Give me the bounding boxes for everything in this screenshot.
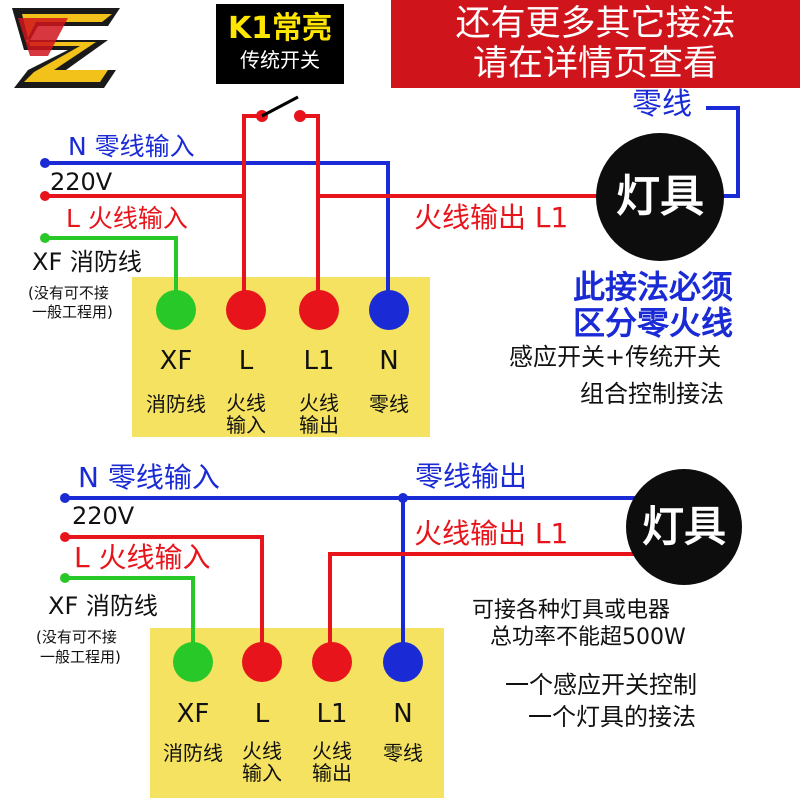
d1-voltage-label: 220V xyxy=(50,168,113,196)
lamp-2: 灯具 xyxy=(626,469,742,585)
d1-note-title1: 此接法必须 xyxy=(573,268,734,306)
d2-neutral-out-label: 零线输出 xyxy=(415,460,528,493)
d1-terminal-n xyxy=(369,290,409,330)
dot-live-1 xyxy=(40,191,50,201)
d2-xf-note1: (没有可不接 xyxy=(36,628,117,646)
d2-desc-l-2: 输入 xyxy=(242,761,282,785)
dot-neutral-junction-2 xyxy=(398,493,408,503)
d2-code-n: N xyxy=(393,699,413,729)
d2-xf-label: XF 消防线 xyxy=(48,592,158,620)
d2-desc-l1: 火线输出 xyxy=(292,740,372,784)
d1-desc-xf-1: 消防线 xyxy=(146,392,206,416)
dot-live-2 xyxy=(60,532,70,542)
d1-desc-l-1: 火线 xyxy=(226,391,266,415)
d1-live-out-label: 火线输出 L1 xyxy=(414,201,569,234)
d1-note-title2: 区分零火线 xyxy=(573,304,734,342)
d1-desc-n: 零线 xyxy=(349,393,429,415)
d2-desc-l1-1: 火线 xyxy=(312,739,352,763)
d1-desc-l1: 火线输出 xyxy=(279,392,359,436)
d1-desc-n-1: 零线 xyxy=(369,392,409,416)
d2-code-xf: XF xyxy=(176,699,210,729)
d2-desc-xf-1: 消防线 xyxy=(163,741,223,765)
switch-icon xyxy=(256,95,306,122)
banner-line1: 还有更多其它接法 xyxy=(455,4,736,44)
d2-terminal-xf xyxy=(173,642,213,682)
d1-desc-l-2: 输入 xyxy=(226,413,266,437)
d2-desc-xf: 消防线 xyxy=(153,742,233,764)
info-banner: 还有更多其它接法 请在详情页查看 xyxy=(391,0,800,88)
d1-neutral-in-label: N 零线输入 xyxy=(68,132,195,161)
lamp-icon: 灯具 xyxy=(641,502,726,551)
d1-xf-note1: (没有可不接 xyxy=(28,284,109,302)
d2-live-in-label: L 火线输入 xyxy=(74,541,211,574)
d2-desc-l: 火线输入 xyxy=(222,740,302,784)
d2-xf-note2: 一般工程用) xyxy=(40,648,121,666)
logo-icon xyxy=(12,8,120,88)
d2-code-l: L xyxy=(254,699,270,729)
d1-desc-l: 火线输入 xyxy=(206,392,286,436)
d1-desc-l1-1: 火线 xyxy=(299,391,339,415)
dot-neutral-1 xyxy=(40,158,50,168)
d2-desc-n-1: 零线 xyxy=(383,741,423,765)
banner-line2: 请在详情页查看 xyxy=(472,44,718,84)
d2-desc-l1-2: 输出 xyxy=(312,761,352,785)
dot-neutral-2 xyxy=(60,493,70,503)
d2-terminal-l xyxy=(242,642,282,682)
wire-fire-2 xyxy=(65,576,195,650)
d1-live-in-label: L 火线输入 xyxy=(66,204,188,233)
d2-desc-l-1: 火线 xyxy=(242,739,282,763)
d1-desc-l1-2: 输出 xyxy=(299,413,339,437)
d1-code-n: N xyxy=(379,346,399,376)
wire-switch-out xyxy=(300,114,320,296)
dot-fire-2 xyxy=(60,573,70,583)
d1-xf-label: XF 消防线 xyxy=(32,248,142,276)
d1-xf-note2: 一般工程用) xyxy=(32,303,113,321)
mode-title: K1常亮 xyxy=(227,11,333,46)
d2-code-l1: L1 xyxy=(316,699,348,729)
d2-desc-n: 零线 xyxy=(363,742,443,764)
lamp-icon: 灯具 xyxy=(616,171,704,222)
d1-note-line1: 感应开关+传统开关 xyxy=(509,343,722,371)
d1-terminal-l xyxy=(226,290,266,330)
wire-neutral-out-1 xyxy=(706,106,740,198)
d2-neutral-in-label: N 零线输入 xyxy=(78,461,220,494)
d2-note-line4: 一个灯具的接法 xyxy=(528,703,696,731)
mode-subtitle: 传统开关 xyxy=(240,48,320,72)
d1-terminal-xf xyxy=(156,290,196,330)
wire-fire-1 xyxy=(45,236,178,296)
wire-live-in-2 xyxy=(65,535,264,650)
mode-box: K1常亮 传统开关 xyxy=(216,4,344,84)
d2-terminal-n xyxy=(383,642,423,682)
d2-note-line2: 总功率不能超500W xyxy=(490,625,686,650)
d1-neutral-out-label: 零线 xyxy=(632,87,692,122)
d1-desc-xf: 消防线 xyxy=(136,393,216,415)
d2-live-out-label: 火线输出 L1 xyxy=(414,517,569,550)
d1-code-xf: XF xyxy=(159,346,193,376)
d1-note-line2: 组合控制接法 xyxy=(580,380,724,408)
wire-neutral-in-1 xyxy=(45,161,390,296)
wire-switch-in xyxy=(242,114,262,196)
lamp-1: 灯具 xyxy=(596,133,724,261)
wire-live-out-2 xyxy=(328,552,640,650)
d2-note-line3: 一个感应开关控制 xyxy=(505,671,697,699)
d1-code-l: L xyxy=(238,346,254,376)
dot-fire-1 xyxy=(40,233,50,243)
d2-note-line1: 可接各种灯具或电器 xyxy=(472,598,671,623)
d2-voltage-label: 220V xyxy=(72,502,135,530)
d1-terminal-l1 xyxy=(299,290,339,330)
d1-code-l1: L1 xyxy=(303,346,335,376)
d2-terminal-l1 xyxy=(312,642,352,682)
